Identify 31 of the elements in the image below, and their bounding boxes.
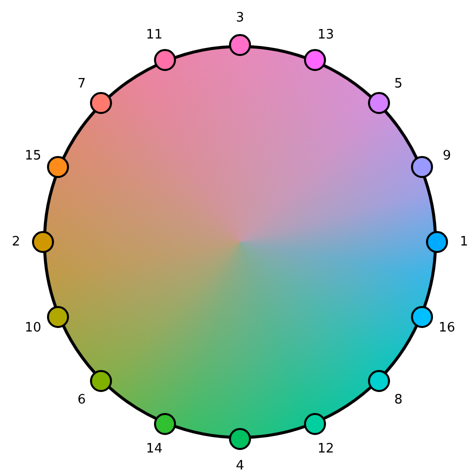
dot-marker bbox=[32, 231, 54, 253]
dot-marker bbox=[229, 34, 251, 56]
number-label: 11 bbox=[146, 28, 163, 42]
dot-marker bbox=[411, 156, 433, 178]
number-label: 6 bbox=[77, 394, 86, 407]
dot-marker bbox=[46, 306, 69, 328]
number-label: 15 bbox=[24, 150, 42, 163]
number-label: 3 bbox=[236, 12, 244, 24]
number-label: 16 bbox=[438, 321, 456, 334]
number-label: 7 bbox=[77, 77, 86, 90]
dot-marker bbox=[368, 92, 390, 114]
number-label: 2 bbox=[12, 236, 20, 248]
number-label: 8 bbox=[394, 394, 403, 407]
dot-marker bbox=[426, 231, 448, 253]
number-label: 9 bbox=[442, 150, 452, 163]
dot-marker bbox=[304, 413, 326, 435]
dot-marker bbox=[154, 48, 176, 71]
number-label: 4 bbox=[236, 460, 244, 472]
number-label: 5 bbox=[394, 77, 403, 90]
number-label: 12 bbox=[317, 442, 334, 456]
number-label: 1 bbox=[460, 236, 468, 248]
dot-marker bbox=[90, 92, 112, 114]
number-label: 10 bbox=[24, 321, 42, 334]
number-label: 14 bbox=[146, 442, 163, 456]
dot-marker bbox=[154, 413, 176, 435]
dot-marker bbox=[304, 48, 326, 71]
number-label: 13 bbox=[317, 28, 334, 42]
dot-marker bbox=[411, 306, 433, 328]
dot-marker bbox=[90, 370, 112, 392]
dot-marker bbox=[46, 156, 69, 178]
dot-marker bbox=[368, 370, 390, 392]
